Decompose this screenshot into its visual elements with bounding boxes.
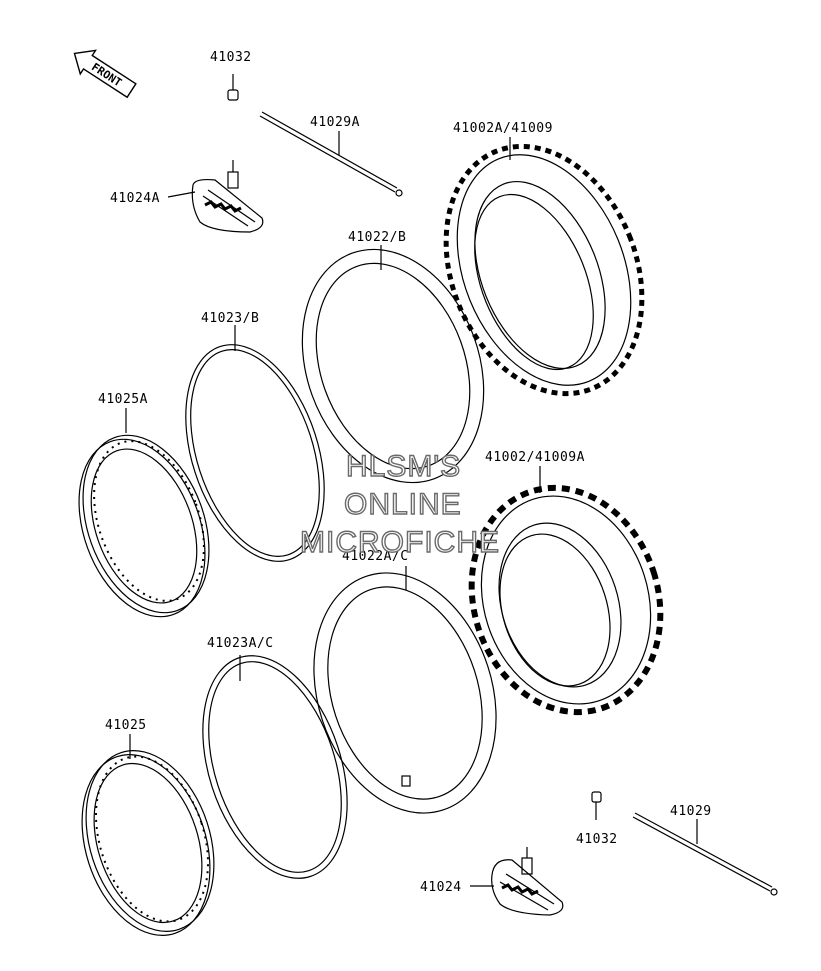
label-41002: 41002/41009A <box>485 450 585 465</box>
label-41029a: 41029A <box>310 115 360 130</box>
label-41023b: 41023/B <box>201 311 259 326</box>
label-41023ac: 41023A/C <box>207 636 274 651</box>
rim-strip-bottom <box>202 655 348 879</box>
tube-bottom <box>313 566 497 814</box>
watermark: HLSM'S ONLINE MICROFICHE <box>299 449 500 559</box>
label-41024a: 41024A <box>110 191 160 206</box>
part-labels: 41032 41029A 41024A 41002A/41009 41022/B… <box>98 50 712 895</box>
tire-top <box>443 137 645 397</box>
rim-bottom <box>81 734 215 936</box>
label-41022ac: 41022A/C <box>342 549 409 564</box>
spoke-bottom <box>632 812 778 896</box>
rim-lock-bottom <box>470 847 564 916</box>
label-41025a: 41025A <box>98 392 148 407</box>
watermark-line-2: ONLINE <box>344 488 462 521</box>
label-41025: 41025 <box>105 718 147 733</box>
valve-cap-top <box>227 74 239 101</box>
label-41022b: 41022/B <box>348 230 406 245</box>
tube-top <box>301 245 485 484</box>
label-41032-bottom: 41032 <box>576 832 618 847</box>
label-41024: 41024 <box>420 880 462 895</box>
rim-strip-top <box>185 325 325 562</box>
label-41032-top: 41032 <box>210 50 252 65</box>
valve-cap-bottom <box>591 791 602 820</box>
label-41002a: 41002A/41009 <box>453 121 553 136</box>
label-41029: 41029 <box>670 804 712 819</box>
watermark-line-1: HLSM'S <box>346 450 461 483</box>
watermark-line-3: MICROFICHE <box>300 526 500 559</box>
spoke-top <box>259 111 403 197</box>
front-arrow: FRONT <box>73 49 137 99</box>
rim-top <box>78 408 210 618</box>
tire-middle <box>468 466 664 716</box>
rim-lock-top <box>167 160 264 233</box>
